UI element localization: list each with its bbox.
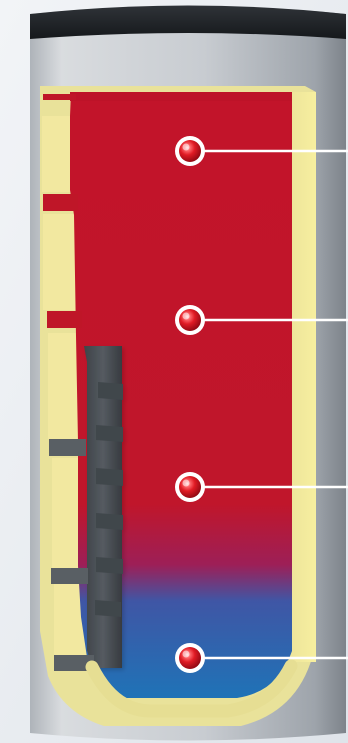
connector	[49, 439, 86, 456]
sensor-upper-middle	[179, 309, 201, 331]
sensor-bottom	[179, 647, 201, 669]
sensor-lower-middle	[179, 476, 201, 498]
connector	[43, 194, 78, 211]
coil-segment	[96, 557, 123, 574]
sensor-top-highlight	[183, 144, 190, 151]
hot-layer-edge	[70, 92, 292, 101]
coil-segment	[98, 382, 123, 400]
connector	[43, 94, 76, 100]
heat-exchanger-coil	[84, 346, 123, 668]
sensor-upper-middle-highlight	[183, 313, 190, 320]
coil-segment	[95, 600, 121, 617]
coil-segment	[96, 513, 123, 530]
sensor-bottom-highlight	[183, 651, 190, 658]
connector	[51, 568, 88, 584]
connector	[47, 311, 82, 328]
sensor-lower-middle-highlight	[183, 480, 190, 487]
coil-segment	[96, 468, 123, 486]
coil-segment	[96, 425, 123, 442]
sensor-top	[179, 140, 201, 162]
